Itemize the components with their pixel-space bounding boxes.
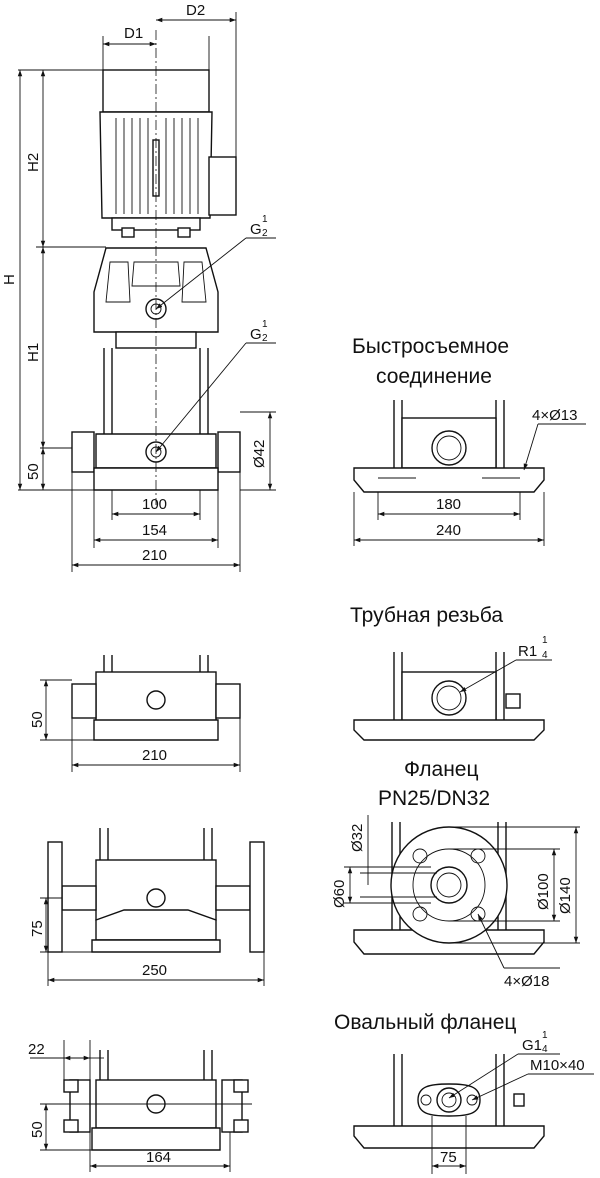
right-flange <box>249 841 265 953</box>
frac-num-bottom: 1 <box>262 319 268 330</box>
label-d42: Ø42 <box>251 440 268 468</box>
label-oval-frac-den: 4 <box>542 1044 548 1055</box>
label-w240: 240 <box>436 522 461 539</box>
label-h50: 50 <box>25 463 42 480</box>
main-pump-view <box>17 12 276 572</box>
caption-flange-line2: PN25/DN32 <box>378 787 490 810</box>
label-oval-g: G1 <box>522 1037 542 1054</box>
quick-coupling-view: Быстросъемное соединение 4×Ø13 180 240 <box>352 335 586 546</box>
oval-bolts-left <box>60 1079 252 1133</box>
label-r-frac-num: 1 <box>542 635 548 646</box>
flange-view-right: Фланец PN25/DN32 Ø32 Ø60 Ø100 Ø140 4×Ø18 <box>331 758 580 990</box>
label-w100: 100 <box>142 496 167 513</box>
label-thread-w210: 210 <box>142 747 167 764</box>
label-oval-bolt: M10×40 <box>530 1057 585 1074</box>
caption-thread: Трубная резьба <box>350 604 503 627</box>
frac-den-bottom: 2 <box>262 333 268 344</box>
quick-base <box>353 467 545 493</box>
left-flange <box>47 841 63 953</box>
main-view-labels: D1 D2 H H2 H1 50 Ø42 100 154 210 G 1 2 G… <box>1 2 268 564</box>
label-flange-h75: 75 <box>29 920 46 937</box>
label-w154: 154 <box>142 522 167 539</box>
caption-quick-line2: соединение <box>376 365 492 388</box>
label-w180: 180 <box>436 496 461 513</box>
label-d100: Ø100 <box>535 873 552 910</box>
label-g-top: G <box>250 221 262 238</box>
label-h2: H2 <box>25 153 42 172</box>
thread-view-right: Трубная резьба R1 1 4 <box>350 604 552 741</box>
label-w210: 210 <box>142 547 167 564</box>
oval-flange-view-left: 22 50 164 <box>28 1040 252 1172</box>
caption-flange-line1: Фланец <box>404 758 479 781</box>
frac-den-top: 2 <box>262 228 268 239</box>
label-g-bottom: G <box>250 326 262 343</box>
label-oval-w164: 164 <box>146 1149 171 1166</box>
label-d2: D2 <box>186 2 205 19</box>
label-r-thread: R1 <box>518 643 537 660</box>
inlet-connection <box>71 431 95 473</box>
label-oval-h50: 50 <box>29 1121 46 1138</box>
frac-num-top: 1 <box>262 214 268 225</box>
label-oval-frac-num: 1 <box>542 1030 548 1041</box>
label-thread-h50: 50 <box>29 711 46 728</box>
label-d60: Ø60 <box>331 880 348 908</box>
label-oval-w22: 22 <box>28 1041 45 1058</box>
caption-oval: Овальный фланец <box>334 1011 516 1034</box>
terminal-box <box>208 156 237 216</box>
label-d140: Ø140 <box>557 877 574 914</box>
label-h1: H1 <box>25 343 42 362</box>
label-d32: Ø32 <box>349 824 366 852</box>
flange-view-left: 75 250 <box>29 828 265 986</box>
label-oval-w75: 75 <box>440 1149 457 1166</box>
oval-flange-view-right: Овальный фланец G1 1 4 M10×40 75 <box>334 1011 594 1174</box>
label-h: H <box>1 274 18 285</box>
caption-quick-line1: Быстросъемное <box>352 335 509 358</box>
label-holes-18: 4×Ø18 <box>504 973 549 990</box>
outlet-connection <box>217 431 241 473</box>
label-d1: D1 <box>124 25 143 42</box>
label-holes-13: 4×Ø13 <box>532 407 577 424</box>
label-r-frac-den: 4 <box>542 650 548 661</box>
thread-view-left: 50 210 <box>29 655 241 772</box>
label-flange-w250: 250 <box>142 962 167 979</box>
